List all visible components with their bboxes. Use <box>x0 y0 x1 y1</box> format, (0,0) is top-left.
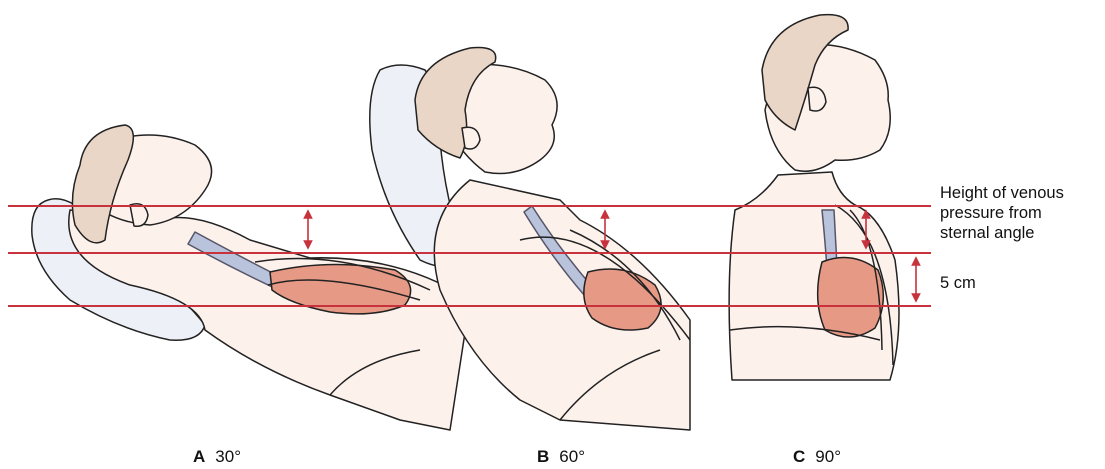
ear-a <box>130 204 148 227</box>
distance-label: 5 cm <box>940 273 976 293</box>
caption-a-letter: A <box>193 447 205 466</box>
caption-b-angle: 60° <box>559 447 585 466</box>
venous-height-line-3: sternal angle <box>940 223 1064 243</box>
caption-b-letter: B <box>537 447 549 466</box>
caption-a-angle: 30° <box>215 447 241 466</box>
heart-c <box>818 258 884 338</box>
venous-height-line-1: Height of venous <box>940 183 1064 203</box>
caption-b: B 60° <box>537 447 585 467</box>
caption-c: C 90° <box>793 447 841 467</box>
patient-90-degree <box>729 15 899 380</box>
venous-height-line-2: pressure from <box>940 203 1064 223</box>
caption-a: A 30° <box>193 447 241 467</box>
caption-c-letter: C <box>793 447 805 466</box>
venous-height-label: Height of venous pressure from sternal a… <box>940 183 1064 243</box>
caption-c-angle: 90° <box>815 447 841 466</box>
